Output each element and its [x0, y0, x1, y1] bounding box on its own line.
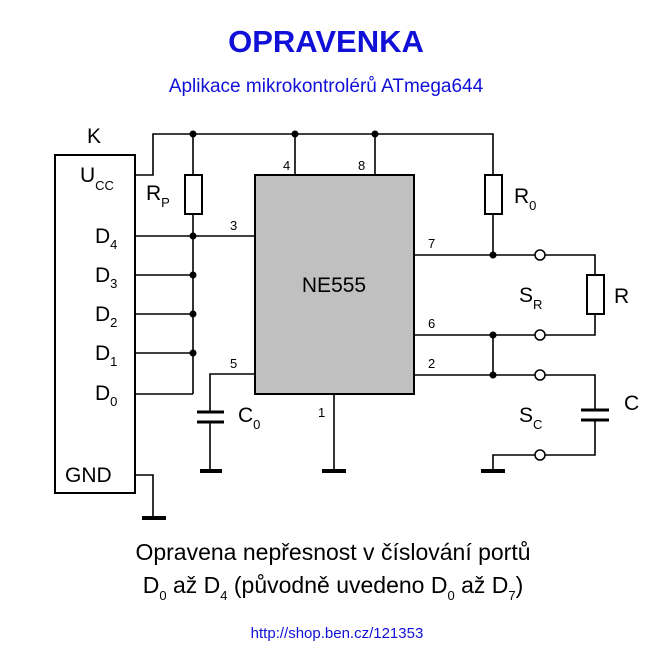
rp-label: RP	[146, 182, 170, 210]
junction-dot	[371, 130, 379, 138]
c0-label: C0	[238, 404, 260, 432]
chip-body	[254, 174, 415, 395]
c-label: C	[624, 392, 639, 415]
r0-main: R	[514, 185, 529, 208]
ucc-main: U	[80, 164, 95, 187]
chip-name: NE555	[302, 274, 366, 297]
port-wires	[135, 232, 255, 395]
port-d4-sub: 4	[110, 237, 117, 252]
rp-sub: P	[161, 195, 170, 210]
port-d1-sub: 1	[110, 354, 117, 369]
port-d2-label: D2	[95, 303, 117, 330]
timing-network	[414, 251, 535, 379]
port-d0-sub: 0	[110, 394, 117, 409]
sr-sub: R	[533, 297, 542, 312]
port-d4-main: D	[95, 225, 110, 248]
pin-3: 3	[230, 218, 237, 233]
sr-main: S	[519, 284, 533, 307]
junction-dot	[291, 130, 299, 138]
note-d0a-main: D	[143, 572, 160, 598]
junction-dot	[489, 251, 497, 259]
note-d4-sub: 4	[220, 588, 227, 603]
switch-sr: SR	[519, 249, 546, 341]
note-az-2: až	[455, 572, 492, 598]
port-d0-label: D0	[95, 382, 117, 409]
pin-7: 7	[428, 236, 435, 251]
c0-sub: 0	[253, 417, 260, 432]
pin-8: 8	[358, 158, 365, 173]
note-line-2: D0 až D4 (původně uvedeno D0 až D7)	[143, 572, 524, 603]
vcc-rail	[135, 130, 494, 176]
port-d1-main: D	[95, 342, 110, 365]
connector-ground	[135, 474, 166, 520]
gnd-label: GND	[65, 464, 112, 487]
pin-2: 2	[428, 356, 435, 371]
r-label: R	[614, 285, 629, 308]
capacitor-c0: C0	[197, 373, 260, 473]
chip-ground	[322, 394, 346, 473]
sc-label: SC	[519, 404, 542, 432]
note-d4-main: D	[204, 572, 221, 598]
resistor-r0: R0	[484, 174, 536, 255]
pin-1: 1	[318, 405, 325, 420]
page-subtitle: Aplikace mikrokontrolérů ATmega644	[169, 76, 484, 97]
pin-4: 4	[283, 158, 290, 173]
note-close: )	[516, 572, 524, 598]
switch-sc: SC	[481, 369, 546, 473]
note-az-1: až	[167, 572, 204, 598]
junction-dot	[489, 331, 497, 339]
sr-label: SR	[519, 284, 542, 312]
connector-body	[54, 154, 136, 494]
pin-6: 6	[428, 316, 435, 331]
note-line-1: Opravena nepřesnost v číslování portů	[135, 539, 530, 565]
rp-main: R	[146, 182, 161, 205]
connector-k: K UCC D4 D3 D2 D1 D0 GND	[54, 125, 136, 494]
junction-dot	[189, 271, 197, 279]
resistor-r: R	[545, 254, 629, 336]
port-d1-label: D1	[95, 342, 117, 369]
note-paren: (původně uvedeno	[228, 572, 431, 598]
junction-dot	[489, 371, 497, 379]
junction-dot	[189, 232, 197, 240]
ucc-sub: CC	[95, 178, 114, 193]
note-d0b-main: D	[431, 572, 448, 598]
port-d3-label: D3	[95, 264, 117, 291]
r0-sub: 0	[529, 198, 536, 213]
page-title: OPRAVENKA	[228, 24, 424, 59]
pin-5: 5	[230, 356, 237, 371]
resistor-rp: RP	[146, 174, 203, 394]
junction-dot	[189, 349, 197, 357]
junction-dot	[189, 130, 197, 138]
sc-sub: C	[533, 417, 542, 432]
sc-main: S	[519, 404, 533, 427]
c0-main: C	[238, 404, 253, 427]
note-d0b-sub: 0	[447, 588, 454, 603]
r0-label: R0	[514, 185, 536, 213]
ne555-chip: NE555 4 8 3 5 1 7 6 2	[230, 158, 435, 420]
note-d0a-sub: 0	[159, 588, 166, 603]
port-d3-sub: 3	[110, 276, 117, 291]
port-d0-main: D	[95, 382, 110, 405]
connector-label: K	[87, 125, 101, 148]
footer-url-link[interactable]: http://shop.ben.cz/121353	[251, 625, 424, 642]
note-d7-sub: 7	[508, 588, 515, 603]
ucc-label: UCC	[80, 164, 114, 193]
note-d7-main: D	[492, 572, 509, 598]
port-d3-main: D	[95, 264, 110, 287]
junction-dot	[189, 310, 197, 318]
port-d4-label: D4	[95, 225, 117, 252]
port-d2-sub: 2	[110, 315, 117, 330]
port-d2-main: D	[95, 303, 110, 326]
capacitor-c: C	[545, 374, 639, 456]
